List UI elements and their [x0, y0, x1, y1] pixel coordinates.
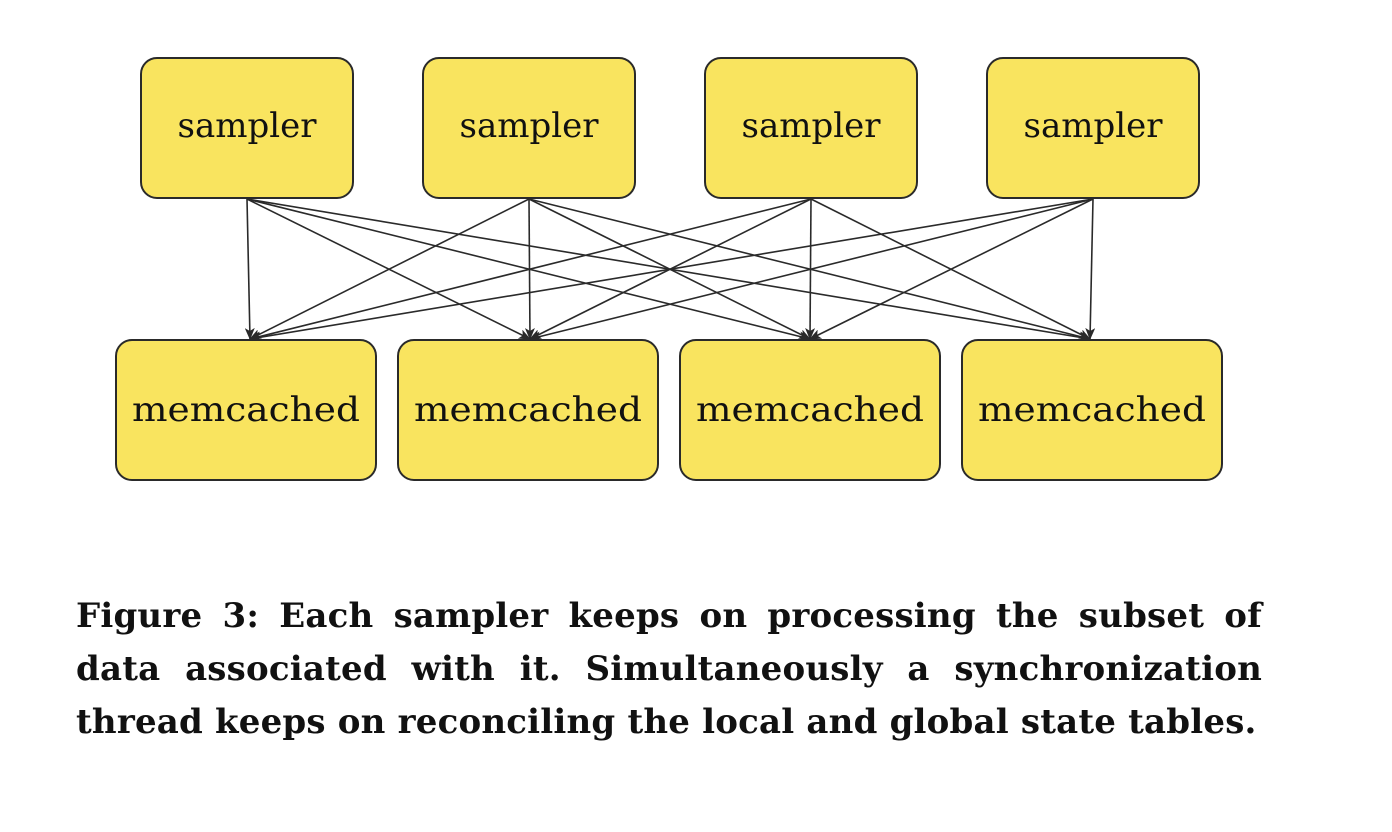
memcached-node-2: memcached: [397, 339, 659, 481]
memcached-label: memcached: [696, 390, 924, 430]
sampler-node-2: sampler: [422, 57, 636, 199]
sampler-node-3: sampler: [704, 57, 918, 199]
sampler-node-1: sampler: [140, 57, 354, 199]
sampler-node-4: sampler: [986, 57, 1200, 199]
edge-sampler-1-to-memcached-1: [244, 198, 255, 340]
edge-sampler-4-to-memcached-1: [249, 198, 1094, 343]
memcached-node-1: memcached: [115, 339, 377, 481]
architecture-diagram: sampler sampler sampler sampler memcache…: [115, 57, 1223, 481]
edge-sampler-3-to-memcached-1: [249, 198, 812, 342]
edge-sampler-4-to-memcached-3: [809, 198, 1094, 340]
figure-caption: Figure 3: Each sampler keeps on processi…: [76, 596, 1262, 742]
sampler-label: sampler: [178, 106, 318, 146]
memcached-node-3: memcached: [679, 339, 941, 481]
memcached-label: memcached: [978, 390, 1206, 430]
sampler-label: sampler: [460, 106, 600, 146]
edge-sampler-4-to-memcached-4: [1085, 198, 1096, 340]
connection-edges: [244, 198, 1096, 343]
memcached-label: memcached: [132, 390, 360, 430]
sampler-label: sampler: [742, 106, 882, 146]
edge-sampler-2-to-memcached-1: [249, 198, 530, 340]
edge-sampler-4-to-memcached-2: [529, 198, 1094, 342]
memcached-label: memcached: [414, 390, 642, 430]
memcached-node-4: memcached: [961, 339, 1223, 481]
sampler-label: sampler: [1024, 106, 1164, 146]
